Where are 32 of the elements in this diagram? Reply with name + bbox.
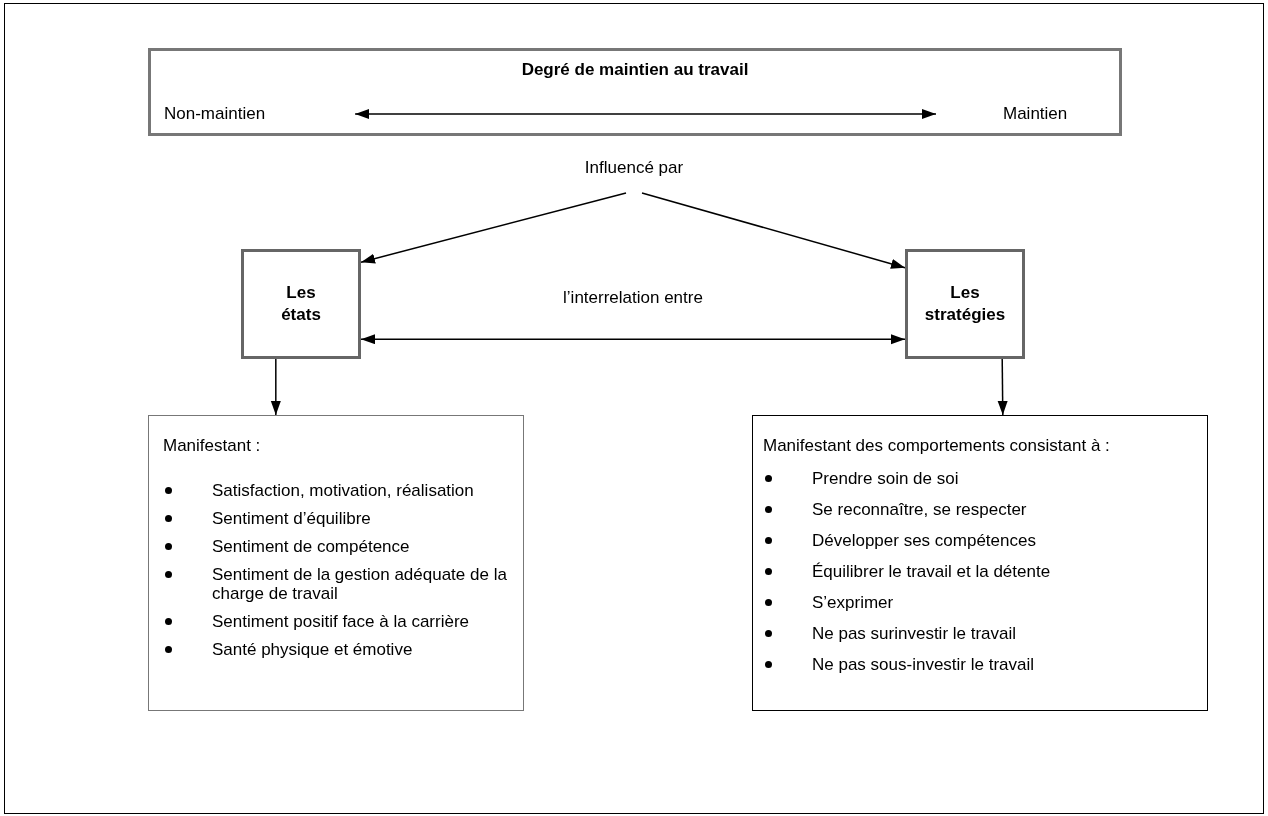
concept-box — [241, 249, 361, 359]
list-item: Ne pas surinvestir le travail — [812, 624, 1018, 643]
box-title: Les stratégies — [923, 282, 1007, 326]
concept-box — [905, 249, 1025, 359]
list-box — [752, 415, 1208, 711]
list-box — [148, 415, 524, 711]
list-item: Ne pas sous-investir le travail — [812, 655, 1036, 674]
list-item: Sentiment de compétence — [212, 537, 411, 556]
arrow — [360, 334, 906, 345]
list-item: Développer ses compétences — [812, 531, 1037, 550]
list-item: Se reconnaître, se respecter — [812, 500, 1028, 519]
scale-band — [148, 48, 1122, 136]
list-item: Équilibrer le travail et la détente — [812, 562, 1052, 581]
arrow — [641, 192, 906, 269]
arrow — [354, 109, 937, 119]
list-item: Sentiment positif face à la carrière — [212, 612, 470, 631]
scale-end-label: Maintien — [1003, 103, 1068, 125]
band-title: Degré de maintien au travail — [520, 60, 750, 80]
arrow — [997, 358, 1008, 416]
list-item: Santé physique et émotive — [212, 640, 414, 659]
list-item: S’exprimer — [812, 593, 895, 612]
list-heading: Manifestant : — [163, 436, 262, 455]
arrow — [360, 192, 627, 264]
list-item: Sentiment de la gestion adéquate de la charge de travail — [212, 565, 508, 603]
arrow — [270, 358, 281, 416]
list-item: Sentiment d’équilibre — [212, 509, 372, 528]
list-item: Satisfaction, motivation, réalisation — [212, 481, 475, 500]
connector-text: Influencé par — [534, 157, 734, 179]
scale-end-label: Non-maintien — [164, 103, 266, 125]
list-heading: Manifestant des comportements consistant à : — [763, 436, 1111, 455]
list-item: Prendre soin de soi — [812, 469, 960, 488]
box-title: Les états — [280, 282, 322, 326]
